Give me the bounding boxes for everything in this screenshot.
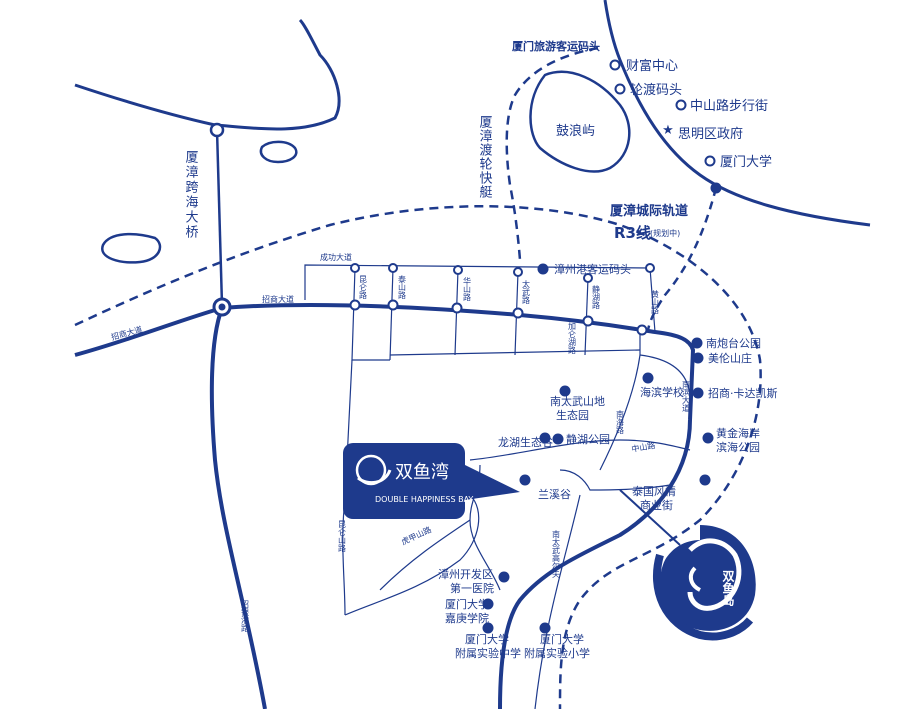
poi-huangjin-1: 黄金海岸 [716,426,760,440]
bridge-node-north [209,122,225,138]
r3-rail-planned [646,187,718,331]
road-huashan: 华山路 [463,276,472,301]
poi-nantaiwu-2: 生态园 [556,408,589,422]
poi-longhu: 龙湖生态谷 [498,435,553,449]
nanbin-avenue [498,419,692,709]
shuangyu-island-label: 双鱼岛 [721,570,735,607]
poi-nanpaotai: 南炮台公园 [706,336,761,350]
road-kaifa: 招银港路 [241,599,250,632]
road-nanhai: 南海路 [616,409,625,434]
poi-lanxi: 兰溪谷 [538,488,571,501]
road-kunlun-n: 昆仑路 [359,275,368,299]
xiamen-shore-left [74,18,341,131]
poi-pri-2: 附属实验小学 [524,646,590,660]
gulangyu-label: 鼓浪屿 [556,124,595,139]
bridge-label: 厦漳跨海大桥 [183,150,199,240]
road-jinghu: 静湖路 [592,284,601,309]
poi-jiageng-1: 厦门大学 [445,597,489,611]
bridge-node-south-inner [218,303,226,311]
brand-name: 双鱼湾 [395,462,449,483]
poi-golf: 南太武高尔夫 [552,529,561,579]
road-taiwu: 太武路 [522,279,531,304]
svg-text:★: ★ [662,123,674,138]
road-zhaoshang: 招商大道 [262,294,294,304]
poi-nantaiwu-1: 南太武山地 [550,395,605,408]
stop-xmu: 厦门大学 [720,154,772,170]
poi-markers [482,263,714,634]
zhaoshang-avenue [74,302,696,421]
road-kunlun-s: 昆仑山路 [338,520,347,552]
stop-zhongshan: 中山路步行街 [690,98,768,114]
poi-pri-1: 厦门大学 [540,632,584,646]
xiamen-shore-right [603,0,871,227]
coastline-dashed [74,205,762,709]
road-zhongshan: 中山路 [631,440,656,454]
poi-mid-2: 附属实验中学 [455,646,521,660]
ferry-route [505,46,599,261]
xiamen-stops: ★ [609,59,722,194]
poi-jiageng-2: 嘉庚学院 [445,611,489,625]
road-chenggong: 成功大道 [320,252,352,262]
west-highway [209,307,267,709]
rail-title: 厦漳城际轨道 [610,203,688,219]
road-huangshan: 黄山路 [651,289,660,314]
poi-meilun: 美伦山庄 [708,351,752,365]
brand-callout [343,443,520,519]
poi-haibin: 海滨学校 [640,385,684,399]
poi-thai-1: 泰国风情 [632,484,676,498]
street-grid [304,264,691,709]
poi-jinghu-park: 静湖公园 [566,432,610,446]
gulangyu-island [529,70,631,173]
poi-hospital-1: 漳州开发区 [438,567,493,581]
poi-hospital-2: 第一医院 [450,581,494,595]
stop-lundu: 轮渡码头 [630,82,682,98]
xiamen-terminal: 厦门旅游客运码头 [512,39,600,53]
shuangyu-island-emblem [619,489,756,641]
road-nanbin: 南滨大道 [682,379,691,413]
stop-siming: 思明区政府 [678,127,743,142]
road-taishan: 泰山路 [398,274,407,299]
ferry-label: 厦漳渡轮快艇 [477,115,493,199]
poi-huangjin-2: 滨海公园 [716,440,760,454]
road-jialun: 加仑湖路 [568,321,577,354]
road-nodes [349,263,655,336]
stop-caifu: 财富中心 [626,58,678,74]
rail-line: R3线 [614,224,651,242]
brand-sub: DOUBLE HAPPINESS BAY [375,495,473,504]
rail-note: (规划中) [650,228,680,238]
port-label: 漳州港客运码头 [554,262,631,276]
xiazhang-bridge [215,129,224,306]
road-hushan: 虎甲山路 [400,524,433,547]
poi-thai-2: 商业街 [640,498,673,512]
islet-1 [259,140,298,164]
poi-kada: 招商·卡达凯斯 [708,386,778,400]
poi-mid-1: 厦门大学 [465,632,509,646]
islet-2 [101,232,162,264]
